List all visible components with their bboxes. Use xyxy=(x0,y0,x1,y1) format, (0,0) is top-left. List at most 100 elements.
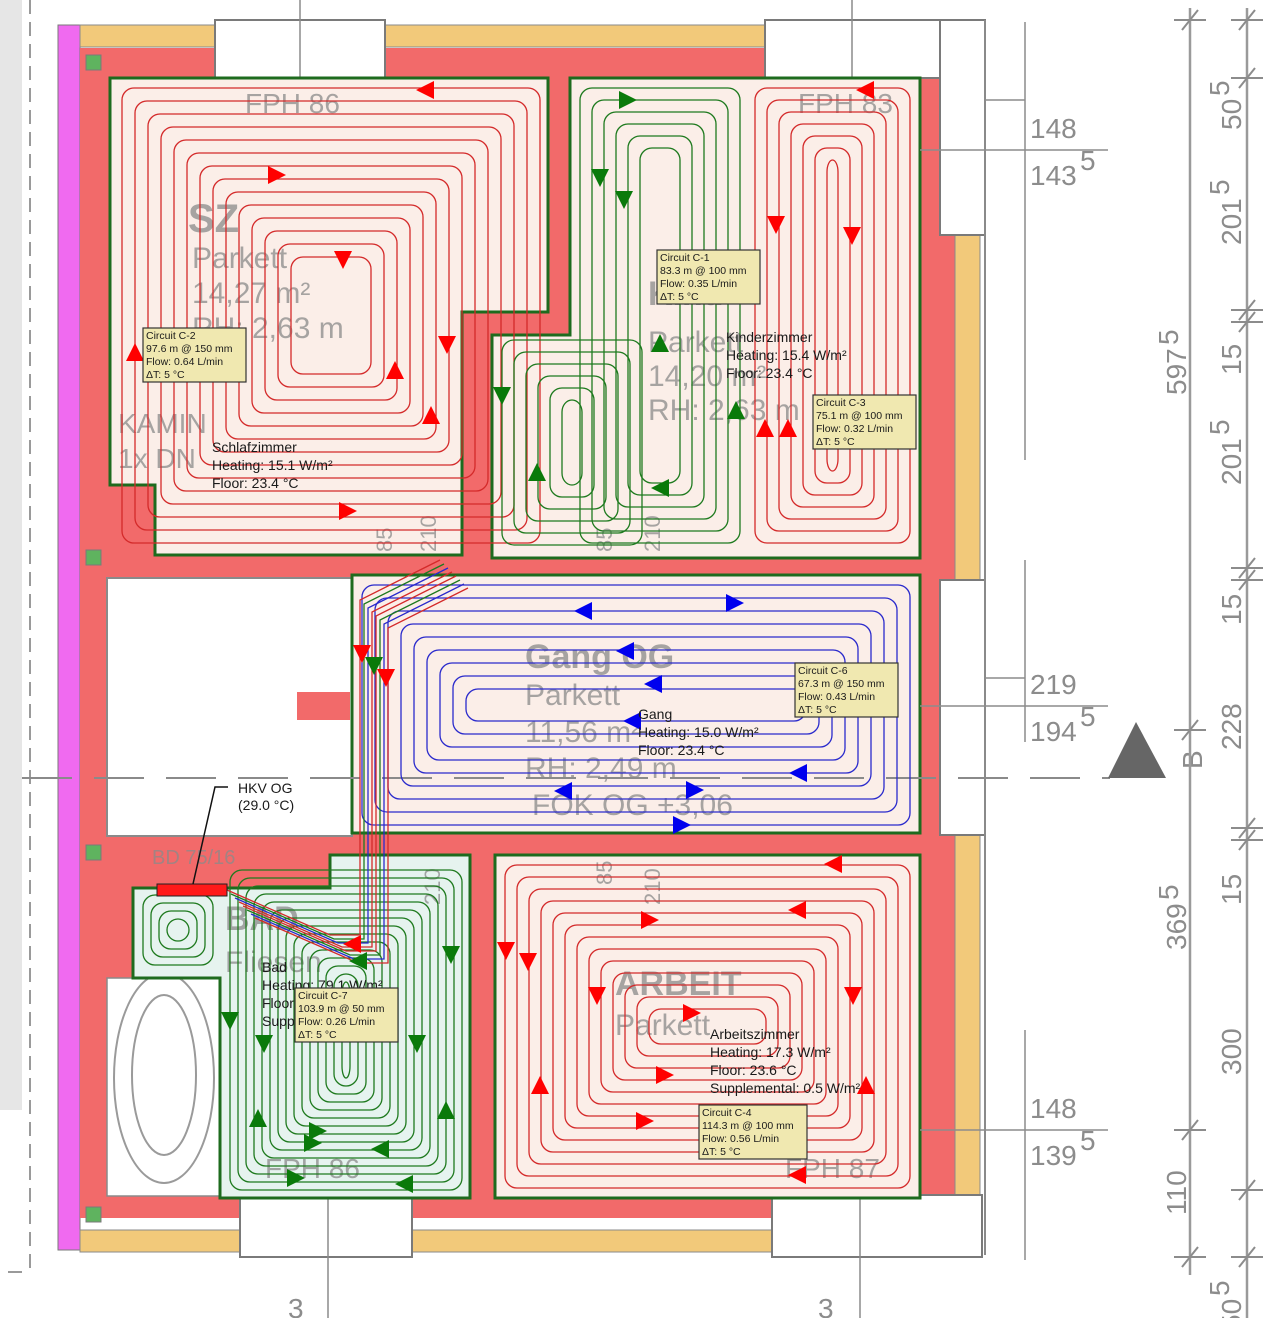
gang-room-code: Gang OG xyxy=(525,638,674,676)
flow-arrow xyxy=(727,401,745,419)
dimension-tick xyxy=(1231,299,1263,321)
room-label-kinderzimmer: Kinderzimmer Heating: 15.4 W/m² Floor: 2… xyxy=(726,329,847,381)
pipe-loop-c7 xyxy=(237,877,455,1183)
room-floor-temp: Floor: 23.4 °C xyxy=(726,365,813,381)
flow-arrow xyxy=(824,855,842,873)
dim-total-lower: 369 xyxy=(1161,903,1192,950)
flow-arrow xyxy=(268,166,286,184)
dim-chain-value: 201 xyxy=(1216,438,1247,485)
dim-chain-sup: 5 xyxy=(1204,80,1235,96)
dimension-tick xyxy=(1231,829,1263,851)
manifold-hkv-og[interactable] xyxy=(156,883,228,897)
dim-chain-sup: 5 xyxy=(1204,1280,1235,1296)
manifold-name: HKV OG xyxy=(238,780,292,796)
flow-arrow xyxy=(844,987,862,1005)
circuit-callout-c1[interactable]: Circuit C-1 83.3 m @ 100 mm Flow: 0.35 L… xyxy=(656,249,761,305)
pipe-loop-c7 xyxy=(166,918,190,942)
dim-bottom-axis-2: 3 xyxy=(818,1293,834,1318)
dim-chain-value: 201 xyxy=(1216,198,1247,245)
circuit-delta-t: ΔT: 5 °C xyxy=(816,436,855,448)
pipe-loop-c1 xyxy=(561,399,583,486)
dim-window-top-lower-sup: 5 xyxy=(1080,145,1096,176)
gang-height: RH: 2,49 m xyxy=(525,752,677,785)
flow-arrow xyxy=(438,336,456,354)
flow-arrow xyxy=(377,669,395,687)
dim-chain-sup: 5 xyxy=(1204,419,1235,435)
heating-zones xyxy=(108,76,922,1200)
flow-arrow xyxy=(437,1101,455,1119)
circuit-callout-c2[interactable]: Circuit C-2 97.6 m @ 150 mm Flow: 0.64 L… xyxy=(142,327,247,383)
dimension-tick xyxy=(1174,9,1206,31)
pipe-loop-c7 xyxy=(253,893,439,1167)
circuit-callout-c3[interactable]: Circuit C-3 75.1 m @ 100 mm Flow: 0.32 L… xyxy=(812,394,917,450)
room-heating: Heating: 15.4 W/m² xyxy=(726,347,847,363)
manifold-group[interactable]: HKV OG (29.0 °C) xyxy=(156,780,294,897)
kamin-line2: 1x DN xyxy=(118,443,196,474)
flow-arrows xyxy=(126,81,875,1193)
dim-chain-value: 228 xyxy=(1216,703,1247,750)
door-1-height: 210 xyxy=(416,515,441,552)
pipe-loop-c4 xyxy=(528,888,887,1165)
circuit-callout-c6[interactable]: Circuit C-6 67.3 m @ 150 mm Flow: 0.43 L… xyxy=(794,662,899,718)
dim-chain-value: 50 xyxy=(1216,99,1247,130)
flow-arrow xyxy=(528,463,546,481)
room-label-schlafzimmer: Schlafzimmer Heating: 15.1 W/m² Floor: 2… xyxy=(212,439,333,491)
dimension-tick xyxy=(1231,817,1263,839)
flow-arrow xyxy=(408,1035,426,1053)
flow-arrow xyxy=(304,1134,322,1152)
pipe-loop-c2 xyxy=(121,87,541,544)
circuit-length: 75.1 m @ 100 mm xyxy=(816,410,903,422)
circuit-callouts: Circuit C-1 83.3 m @ 100 mm Flow: 0.35 L… xyxy=(142,249,917,1160)
supply-bundle xyxy=(226,559,441,936)
flow-arrow xyxy=(726,594,744,612)
pipe-loop-c2 xyxy=(264,230,398,401)
dimension-tick xyxy=(1231,1179,1263,1201)
flow-arrow xyxy=(641,911,659,929)
flow-arrow xyxy=(651,479,669,497)
pipe-loop-c1 xyxy=(591,99,729,532)
flow-arrow xyxy=(673,816,691,834)
dim-window-bottom-upper: 148 xyxy=(1030,1093,1077,1124)
flow-arrow xyxy=(788,901,806,919)
door-3-height: 210 xyxy=(640,868,665,905)
pipe-loop-c1 xyxy=(579,87,741,544)
circuit-length: 97.6 m @ 150 mm xyxy=(146,343,233,355)
circuit-delta-t: ΔT: 5 °C xyxy=(146,369,185,381)
room-floor-temp: Floor: 23.6 °C xyxy=(710,1062,797,1078)
flow-arrow xyxy=(789,764,807,782)
pipe-loop-c7 xyxy=(269,909,423,1151)
flow-arrow xyxy=(656,1066,674,1084)
pipe-loop-c1 xyxy=(525,363,619,522)
kamin-line1: KAMIN xyxy=(118,408,207,439)
flow-arrow xyxy=(843,227,861,245)
room-label-gang: Gang Heating: 15.0 W/m² Floor: 23.4 °C xyxy=(638,706,759,758)
dimension-tick xyxy=(1174,1246,1206,1268)
flow-arrow xyxy=(249,1109,267,1127)
dim-chain-value: 50 xyxy=(1216,1299,1247,1318)
dim-chain-value: 300 xyxy=(1216,1028,1247,1075)
pipe-loop-c2 xyxy=(173,139,489,492)
flow-arrow xyxy=(334,251,352,269)
room-label-arbeitszimmer: Arbeitszimmer Heating: 17.3 W/m² Floor: … xyxy=(710,1026,861,1096)
flow-arrow xyxy=(493,387,511,405)
pipe-loop-c2 xyxy=(199,165,463,466)
flow-arrow xyxy=(339,502,357,520)
pipe-loop-c4 xyxy=(624,984,791,1069)
bad-floor: Fliesen xyxy=(225,946,322,979)
room-floor-temp: Floor: 23.4 °C xyxy=(212,475,299,491)
circuit-callout-c7[interactable]: Circuit C-7 103.9 m @ 50 mm Flow: 0.26 L… xyxy=(294,987,399,1043)
section-marker-label: B xyxy=(1177,750,1208,769)
facade-strip xyxy=(57,24,81,1251)
pipe-loop-c7 xyxy=(261,901,431,1159)
room-name: Gang xyxy=(638,706,672,722)
circuit-callout-c4[interactable]: Circuit C-4 114.3 m @ 100 mm Flow: 0.56 … xyxy=(698,1104,808,1160)
dimension-tick xyxy=(1231,569,1263,591)
flow-arrow xyxy=(531,1076,549,1094)
bd-label: BD 75/16 xyxy=(152,847,235,869)
circuit-title: Circuit C-3 xyxy=(816,397,866,409)
kind-window-label: FPH 83 xyxy=(798,88,893,119)
sz-area: 14,27 m² xyxy=(192,277,310,310)
flow-arrow xyxy=(554,782,572,800)
kind-height: RH: 2,63 m xyxy=(648,394,800,427)
